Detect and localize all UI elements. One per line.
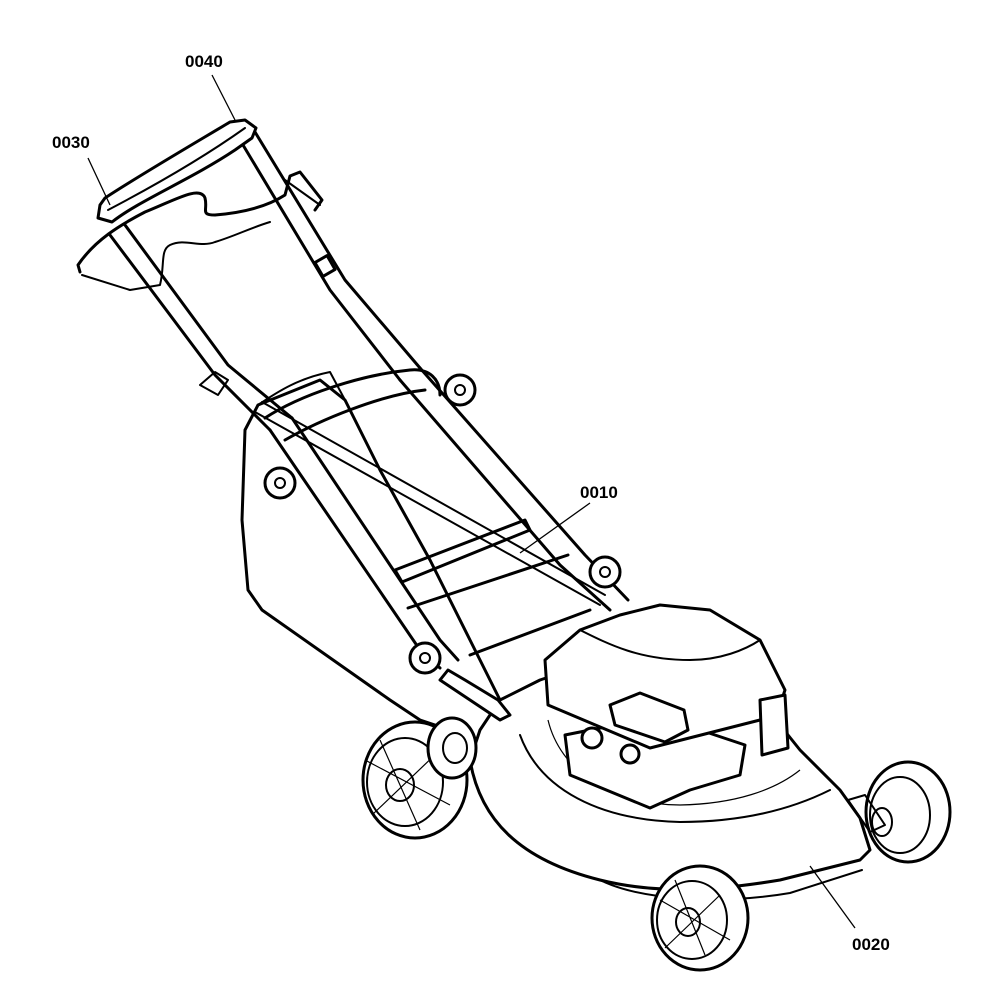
handle-knobs	[263, 373, 622, 675]
callout-0010-label: 0010	[580, 483, 618, 502]
front-right-wheel	[847, 760, 952, 864]
callout-0040: 0040	[185, 52, 236, 121]
callout-0030: 0030	[52, 133, 111, 206]
callout-0020-label: 0020	[852, 935, 890, 954]
callout-0040-label: 0040	[185, 52, 223, 71]
callout-0030-label: 0030	[52, 133, 90, 152]
front-left-wheel	[650, 864, 750, 972]
engine	[543, 603, 790, 810]
deck-bracket	[438, 668, 512, 722]
upper-handle	[96, 118, 422, 432]
callout-0020: 0020	[809, 865, 890, 954]
callout-0010: 0010	[519, 483, 618, 554]
control-bail	[76, 170, 324, 291]
height-adjust-gear	[426, 716, 478, 780]
lower-handle-frame	[254, 366, 630, 670]
